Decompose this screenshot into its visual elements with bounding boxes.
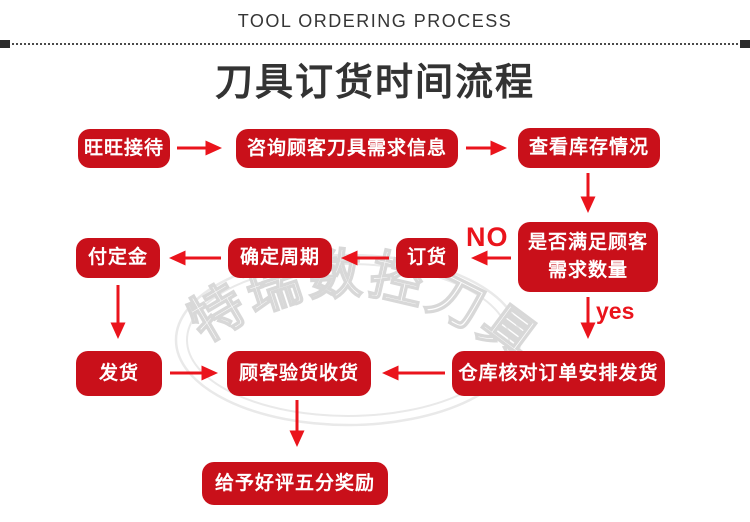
flow-node-check-stock: 查看库存情况 [518,128,660,168]
flow-node-consult: 咨询顾客刀具需求信息 [236,129,458,168]
flow-node-warehouse-arrange: 仓库核对订单安排发货 [452,351,665,396]
divider-endcap-right [740,40,750,48]
flow-node-order: 订货 [396,238,458,278]
flow-node-confirm-cycle: 确定周期 [228,238,332,278]
flow-node-satisfy-demand: 是否满足顾客 需求数量 [518,222,658,292]
flow-node-ship: 发货 [76,351,162,396]
page-eyebrow-title: TOOL ORDERING PROCESS [237,11,513,31]
flow-node-reception: 旺旺接待 [78,129,170,168]
flow-node-inspect-goods: 顾客验货收货 [227,351,371,396]
flow-node-pay-deposit: 付定金 [76,238,160,278]
branch-label-no: NO [466,222,509,252]
branch-label-yes: yes [596,298,635,324]
flow-node-five-star-reward: 给予好评五分奖励 [202,462,388,505]
divider-endcap-left [0,40,10,48]
page-title: 刀具订货时间流程 [214,62,535,104]
dotted-divider [0,43,750,45]
